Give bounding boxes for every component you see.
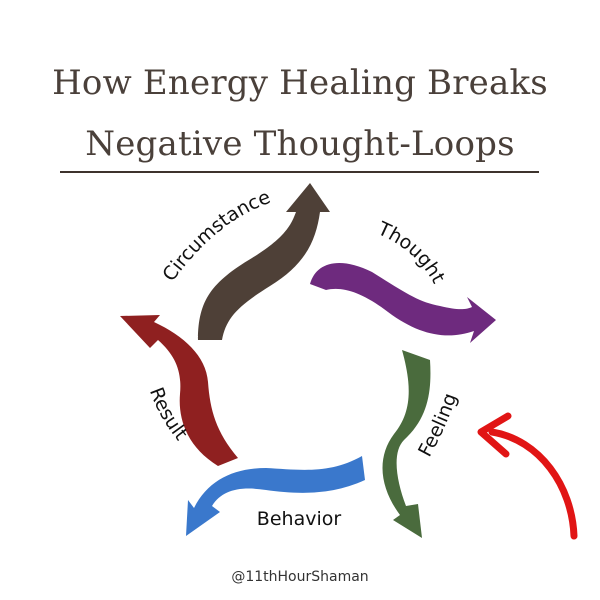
title-divider (60, 171, 539, 173)
arrow-behavior (186, 456, 365, 536)
red-pointer-arrow (488, 428, 578, 540)
label-behavior: Behavior (257, 508, 342, 530)
title-line-2: Negative Thought-Loops (85, 124, 515, 164)
label-thought: Thought (374, 217, 450, 287)
red-pointer-arrowhead (477, 412, 512, 458)
arrow-circumstance (198, 183, 330, 340)
title-line-1: How Energy Healing Breaks (52, 63, 548, 103)
arrow-result (120, 315, 238, 466)
arrow-feeling (382, 350, 431, 538)
arrow-thought (310, 262, 496, 343)
credit-handle: @11thHourShaman (231, 569, 369, 585)
